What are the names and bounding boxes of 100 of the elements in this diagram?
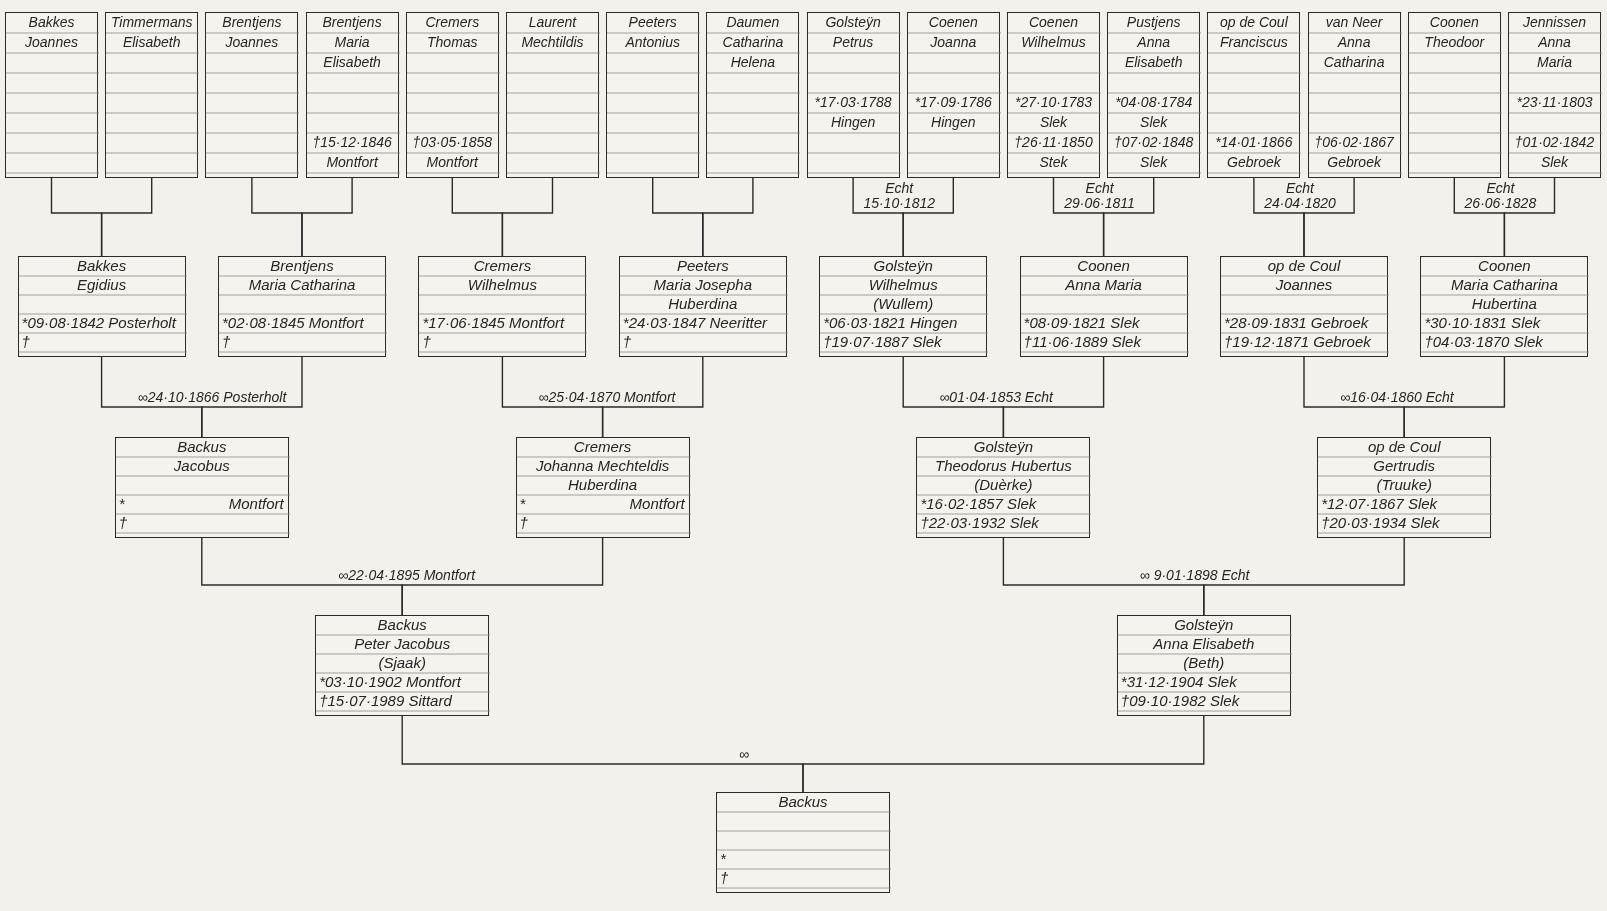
birth-record: * — [118, 494, 125, 513]
person-card — [405, 12, 499, 178]
birth-date: *27·10·1783 — [1014, 93, 1093, 112]
person-card — [618, 256, 787, 357]
marriage-record: ∞ 9·01·1898 Echt — [1139, 568, 1250, 583]
person-card — [218, 256, 386, 357]
person-card — [1116, 615, 1291, 716]
death-record: †04·03·1870 Slek — [1424, 332, 1543, 351]
birth-record: *28·09·1831 Gebroek — [1224, 313, 1369, 332]
surname: Backus — [377, 615, 427, 634]
surname: van Neer — [1325, 13, 1383, 32]
death-record: † — [622, 332, 632, 351]
given-name: Joannes — [1275, 275, 1333, 294]
given-name: Maria Catharina — [1451, 275, 1558, 294]
person-card — [806, 12, 900, 178]
surname: Backus — [177, 437, 227, 456]
given-name: Maria Catharina — [248, 275, 356, 294]
person-card — [606, 12, 700, 178]
person-card — [906, 12, 1000, 178]
death-place: Slek — [1540, 153, 1569, 172]
person-card — [1317, 437, 1492, 538]
death-record: †19·12·1871 Gebroek — [1224, 332, 1371, 351]
given-name: Theodorus Hubertus — [935, 456, 1072, 475]
surname: Daumen — [726, 13, 780, 32]
lineage-connector — [100, 177, 153, 257]
surname: Brentjens — [222, 13, 282, 32]
death-date: †01·02·1842 — [1514, 133, 1595, 152]
person-card — [114, 437, 289, 538]
given-name: Antonius — [625, 33, 680, 52]
given-name: Huberdina — [668, 294, 738, 313]
marriage-record: Echt 26·06·1828 — [1462, 181, 1539, 211]
surname: Peeters — [628, 13, 677, 32]
marriage-record: ∞01·04·1853 Echt — [939, 390, 1053, 405]
given-name: Theodoor — [1424, 33, 1485, 52]
person-card — [515, 437, 690, 538]
given-name: Wilhelmus — [868, 275, 938, 294]
surname: Coenen — [928, 13, 978, 32]
lineage-connector — [1002, 356, 1105, 438]
marriage-record: ∞16·04·1860 Echt — [1340, 390, 1454, 405]
birth-place: Hingen — [830, 113, 876, 132]
given-name: Anna Elisabeth — [1153, 634, 1255, 653]
given-name: Johanna Mechteldis — [535, 456, 670, 475]
surname: Golsteÿn — [973, 437, 1033, 456]
birth-place: Montfort — [629, 494, 685, 513]
death-place: Slek — [1140, 153, 1168, 172]
person-card — [506, 12, 599, 178]
person-card — [1420, 256, 1589, 357]
person-card — [17, 256, 186, 357]
given-name: Anna — [1538, 33, 1571, 52]
surname: Golsteÿn — [1174, 615, 1234, 634]
death-record: †22·03·1932 Slek — [920, 513, 1039, 532]
surname: Golsteÿn — [873, 256, 933, 275]
given-name: (Beth) — [1183, 653, 1225, 672]
death-record: †11·06·1889 Slek — [1023, 332, 1141, 351]
lineage-connector — [1102, 177, 1155, 257]
person-card — [1019, 256, 1188, 357]
given-name: Maria — [334, 33, 370, 52]
person-card — [1207, 12, 1301, 178]
person-card — [1407, 12, 1501, 178]
given-name: Elisabeth — [122, 33, 181, 52]
given-name: Franciscus — [1220, 33, 1288, 52]
surname: Coonen — [1077, 256, 1130, 275]
death-place: Gebroek — [1227, 153, 1281, 172]
birth-record: * — [720, 849, 726, 868]
birth-record: *30·10·1831 Slek — [1424, 313, 1541, 332]
death-date: †06·02·1867 — [1314, 133, 1394, 152]
birth-place: Hingen — [931, 113, 976, 132]
given-name: Hubertina — [1471, 294, 1537, 313]
birth-record: *12·07·1867 Slek — [1321, 494, 1438, 513]
surname: Golsteÿn — [825, 13, 881, 32]
birth-record: *09·08·1842 Posterholt — [21, 313, 176, 332]
surname: op de Coul — [1267, 256, 1341, 275]
given-name: (Wullem) — [873, 294, 934, 313]
person-card — [1107, 12, 1201, 178]
death-record: †19·07·1887 Slek — [823, 332, 942, 351]
surname: Cremers — [425, 13, 480, 32]
lineage-connector — [1303, 177, 1355, 257]
marriage-record: ∞22·04·1895 Montfort — [338, 568, 476, 583]
person-card — [706, 12, 800, 178]
given-name: Maria Josepha — [653, 275, 752, 294]
birth-record: *31·12·1904 Slek — [1120, 672, 1237, 691]
death-place: Montfort — [426, 153, 478, 172]
person-card — [1220, 256, 1388, 357]
surname: Timmermans — [110, 13, 193, 32]
surname: Brentjens — [270, 256, 334, 275]
death-place: Gebroek — [1327, 153, 1381, 172]
person-card — [1508, 12, 1601, 178]
given-name: Catharina — [722, 33, 784, 52]
death-date: †15·12·1846 — [312, 133, 392, 152]
surname: Brentjens — [322, 13, 382, 32]
given-name: Joannes — [225, 33, 279, 52]
birth-record: *24·03·1847 Neeritter — [622, 313, 768, 332]
birth-date: *04·08·1784 — [1115, 93, 1193, 112]
given-name: Joanna — [930, 33, 977, 52]
given-name: Elisabeth — [1124, 53, 1183, 72]
given-name: Petrus — [832, 33, 874, 52]
birth-record: *17·06·1845 Montfort — [422, 313, 565, 332]
given-name: Helena — [730, 53, 776, 72]
person-card — [418, 256, 587, 357]
surname: Cremers — [573, 437, 632, 456]
